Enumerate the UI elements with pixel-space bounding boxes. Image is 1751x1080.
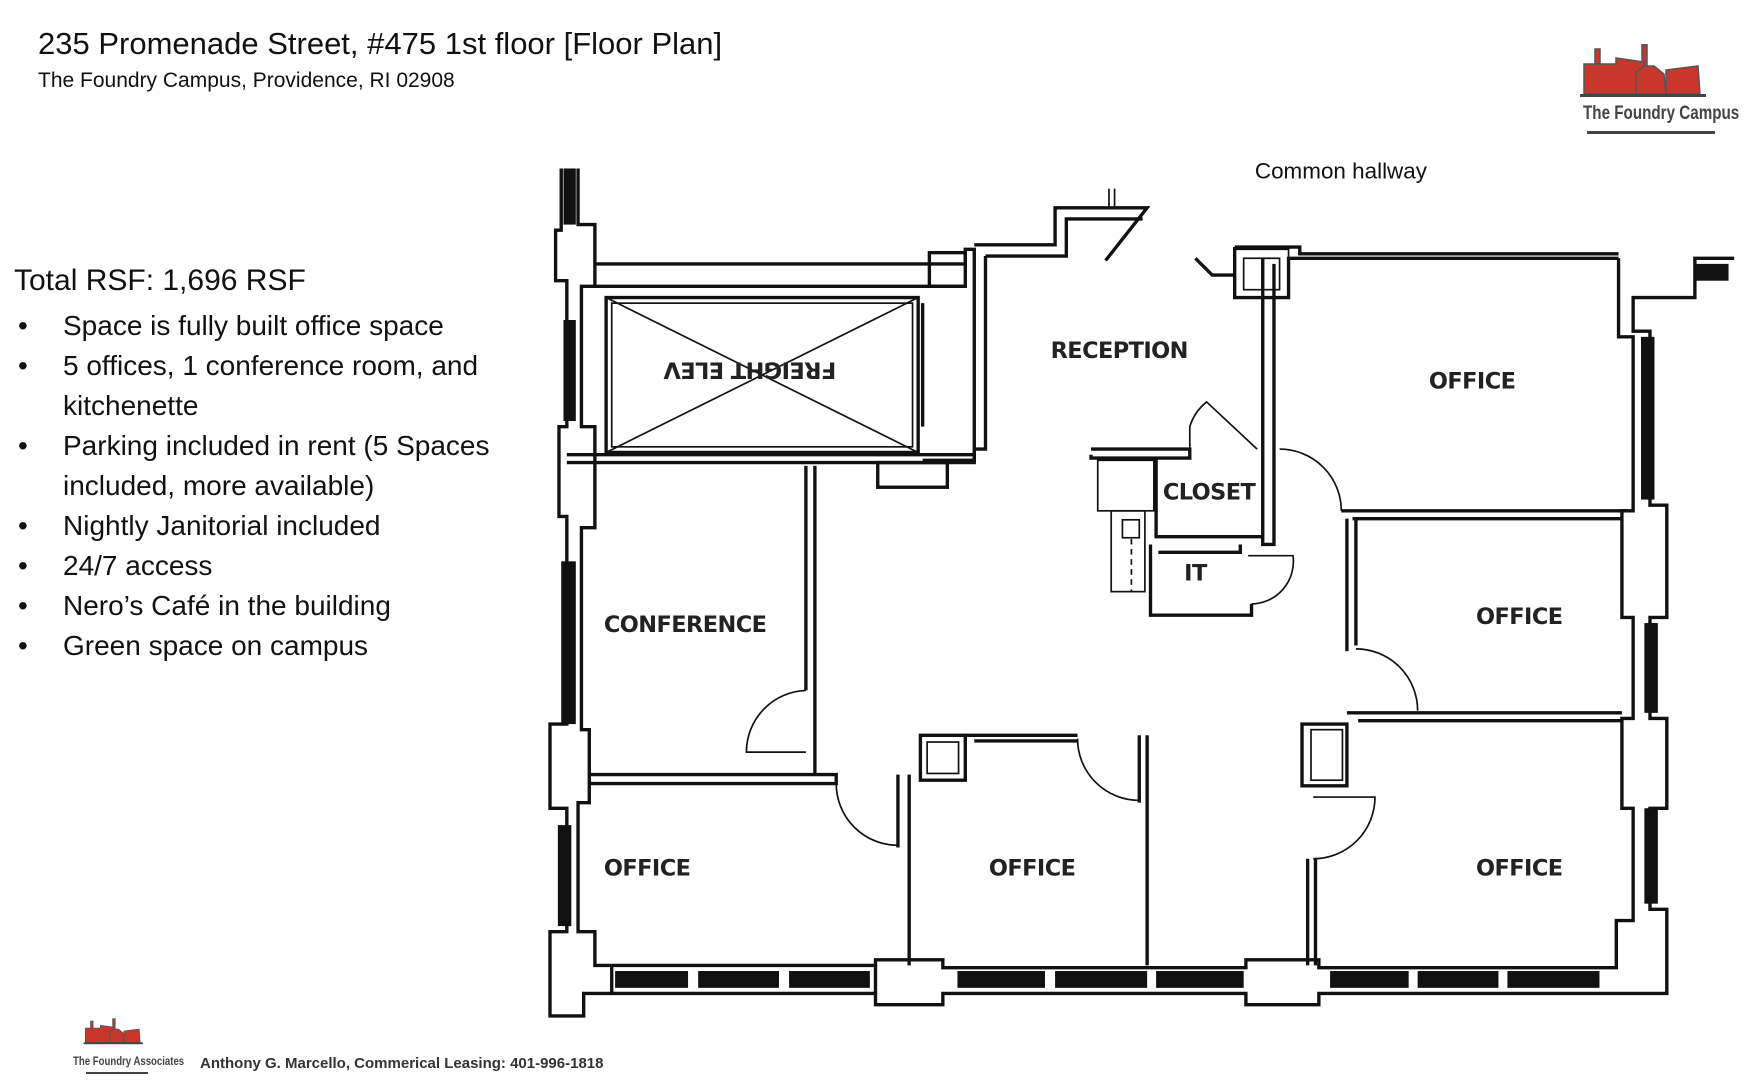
windows [557,168,1729,988]
room-label-closet: CLOSET [1163,480,1257,506]
logo-underline [1587,131,1715,134]
freight-elevator [604,250,967,489]
total-rsf: Total RSF: 1,696 RSF [14,264,306,297]
list-item: •Green space on campus [18,630,369,661]
factory-icon [1580,43,1706,97]
feature-list: •Space is fully built office space •5 of… [14,306,534,666]
page-title: 235 Promenade Street, #475 1st floor [Fl… [38,26,723,61]
list-item: •24/7 access [18,550,213,581]
interior-walls [589,188,1628,994]
contact-info: Anthony G. Marcello, Commerical Leasing:… [200,1055,604,1072]
room-label-conference: CONFERENCE [604,612,767,638]
logo-text: The Foundry Campus [1583,103,1740,124]
room-label-office: OFFICE [1476,604,1563,630]
factory-icon [83,1018,143,1045]
logo-underline [86,1072,148,1074]
room-label-it: IT [1184,560,1208,586]
list-item: •Parking included in rent (5 Spaces incl… [18,430,490,501]
room-label-office: OFFICE [989,856,1076,882]
list-item: •5 offices, 1 conference room, and kitch… [18,350,479,421]
list-item: •Nightly Janitorial included [18,510,381,541]
foundry-associates-logo: The Foundry Associates [62,1015,185,1074]
room-label-office: OFFICE [1429,368,1516,394]
room-label-office: OFFICE [1476,856,1563,882]
list-item: •Space is fully built office space [18,310,444,341]
page-subtitle: The Foundry Campus, Providence, RI 02908 [38,69,455,92]
logo-text: The Foundry Associates [73,1054,185,1068]
room-label-office: OFFICE [604,856,691,882]
room-label-freight-elevator: FREIGHT ELEV [663,357,836,383]
foundry-campus-logo: The Foundry Campus [1566,43,1740,134]
hallway-label: Common hallway [1255,159,1428,184]
room-label-reception: RECEPTION [1051,338,1188,364]
list-item: •Nero’s Café in the building [18,590,391,621]
